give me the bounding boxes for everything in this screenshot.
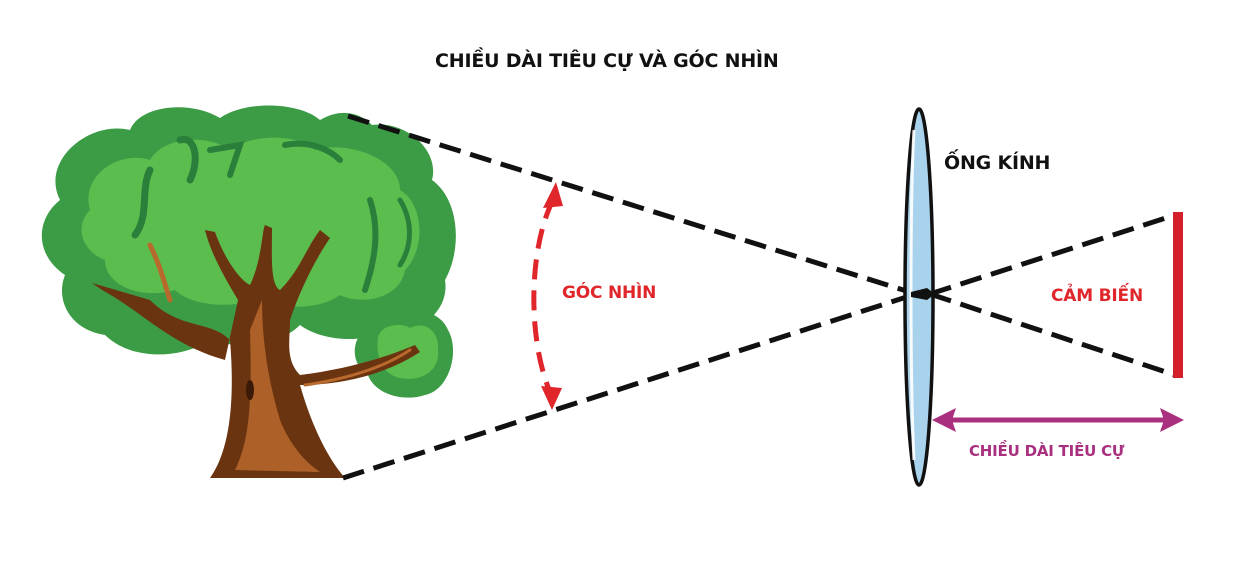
light-rays bbox=[342, 113, 1176, 481]
upper-ray-sensor-side bbox=[929, 212, 1176, 297]
sensor-label: CẢM BIẾN bbox=[1051, 286, 1143, 306]
sensor-bar-icon bbox=[1173, 212, 1183, 378]
lens-label: ỐNG KÍNH bbox=[944, 152, 1051, 174]
lower-ray-object-side bbox=[342, 291, 917, 481]
focal-length-label: CHIỀU DÀI TIÊU CỰ bbox=[969, 442, 1125, 460]
diagram-title: CHIỀU DÀI TIÊU CỰ VÀ GÓC NHÌN bbox=[435, 50, 779, 72]
angle-of-view-label: GÓC NHÌN bbox=[562, 283, 657, 303]
lens-icon bbox=[903, 107, 935, 487]
angle-of-view-arrow-icon bbox=[531, 182, 563, 410]
tree-icon bbox=[41, 105, 456, 478]
upper-ray-object-side bbox=[347, 113, 917, 297]
lower-ray-sensor-side bbox=[929, 291, 1176, 378]
focal-length-arrow-icon bbox=[932, 408, 1184, 432]
